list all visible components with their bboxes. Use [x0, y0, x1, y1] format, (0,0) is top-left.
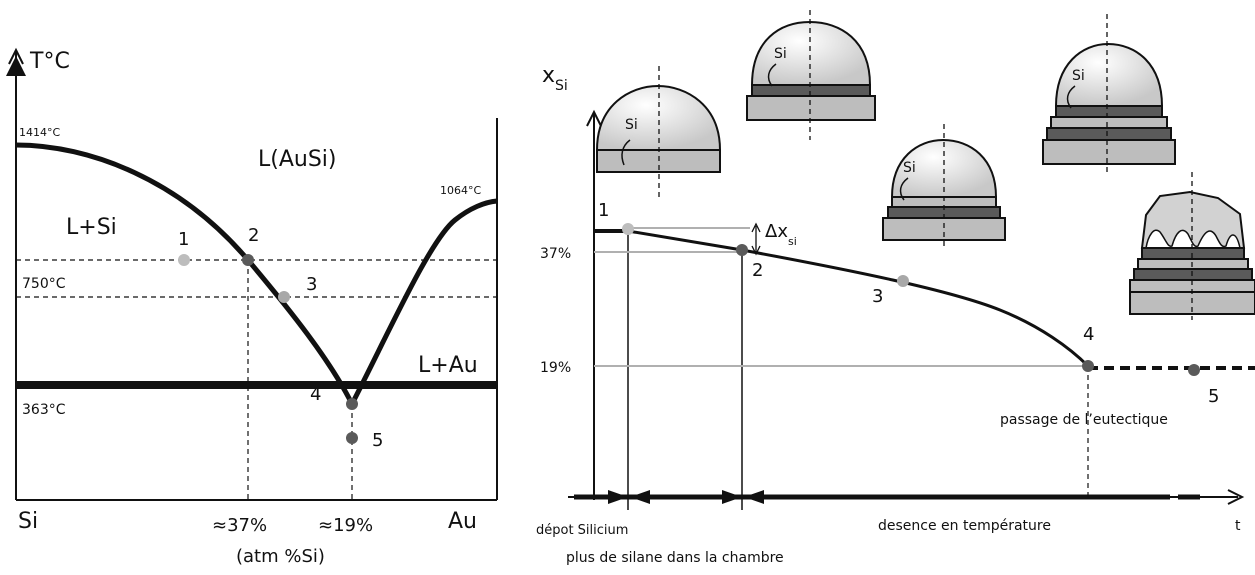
phase-diagram: T°C 1414°C 1064°C 750°C 363°C L(AuSi) L+… — [6, 47, 498, 567]
delta-arrowheads — [751, 222, 761, 256]
t-axis-arrowhead — [1227, 489, 1245, 505]
point-1-label: 1 — [178, 229, 189, 250]
phase-arrow-2b — [722, 490, 742, 504]
droplet-si-label: Si — [625, 117, 638, 133]
t-point-5-label: 5 — [1208, 386, 1219, 407]
droplet-stage-2: Si — [746, 10, 876, 140]
point-5-label: 5 — [372, 430, 383, 451]
t-point-4-label: 4 — [1083, 324, 1094, 345]
t-point-1-label: 1 — [598, 200, 609, 221]
y-tick-37: 37% — [540, 246, 571, 262]
droplet-si-label: Si — [903, 160, 916, 176]
timeline-diagram: Δxsi 1 2 3 4 5 xSi 37% 19% passage de l’… — [536, 10, 1255, 566]
t-point-3 — [897, 275, 909, 287]
point-3 — [278, 291, 290, 303]
t-point-3-label: 3 — [872, 286, 883, 307]
droplet-stage-5 — [1129, 172, 1255, 320]
phase-cooling: desence en température — [878, 518, 1051, 534]
x-right-label: Au — [448, 509, 477, 534]
label-750: 750°C — [22, 276, 66, 292]
eutectic-label: passage de l’eutectique — [1000, 412, 1168, 428]
phase-arrow-3 — [744, 490, 764, 504]
point-4-label: 4 — [310, 384, 321, 405]
delta-label: Δxsi — [765, 221, 797, 248]
droplet-stage-3: Si — [882, 124, 1006, 250]
droplet-si-label: Si — [1072, 68, 1085, 84]
liquidus-au — [349, 198, 498, 406]
point-2-label: 2 — [248, 225, 259, 246]
phase-no-silane: plus de silane dans la chambre — [566, 550, 784, 566]
label-1414: 1414°C — [19, 126, 60, 139]
y-axis-label: T°C — [29, 49, 70, 74]
t-point-1 — [622, 223, 634, 235]
xsi-label: xSi — [542, 63, 568, 94]
xsi-curve — [627, 229, 1090, 368]
y-tick-19: 19% — [540, 360, 571, 376]
xsi-arrowhead — [586, 109, 602, 127]
label-1064: 1064°C — [440, 184, 481, 197]
x-unit: (atm %Si) — [236, 546, 325, 567]
t-point-5 — [1188, 364, 1200, 376]
point-2 — [242, 254, 254, 266]
region-l-au: L+Au — [418, 353, 478, 378]
point-4 — [346, 398, 358, 410]
y-axis-arrowhead — [8, 47, 24, 65]
phase-arrow-2a — [630, 490, 650, 504]
liquidus-si — [15, 142, 355, 406]
region-liquid: L(AuSi) — [258, 147, 337, 172]
droplet-stage-4: Si — [1042, 14, 1176, 175]
t-point-2 — [736, 244, 748, 256]
point-5 — [346, 432, 358, 444]
phase-deposit: dépot Silicium — [536, 523, 628, 538]
x-tick-37: ≈37% — [212, 515, 267, 536]
droplet-stage-1: Si — [595, 66, 722, 198]
region-l-si: L+Si — [66, 215, 117, 240]
point-3-label: 3 — [306, 274, 317, 295]
droplet-si-label: Si — [774, 46, 787, 62]
point-1 — [178, 254, 190, 266]
t-axis-label: t — [1235, 518, 1241, 534]
t-point-4 — [1082, 360, 1094, 372]
label-363: 363°C — [22, 402, 66, 418]
x-tick-19: ≈19% — [318, 515, 373, 536]
phase-arrow-1 — [608, 490, 628, 504]
x-left-label: Si — [18, 509, 38, 534]
t-point-2-label: 2 — [752, 260, 763, 281]
